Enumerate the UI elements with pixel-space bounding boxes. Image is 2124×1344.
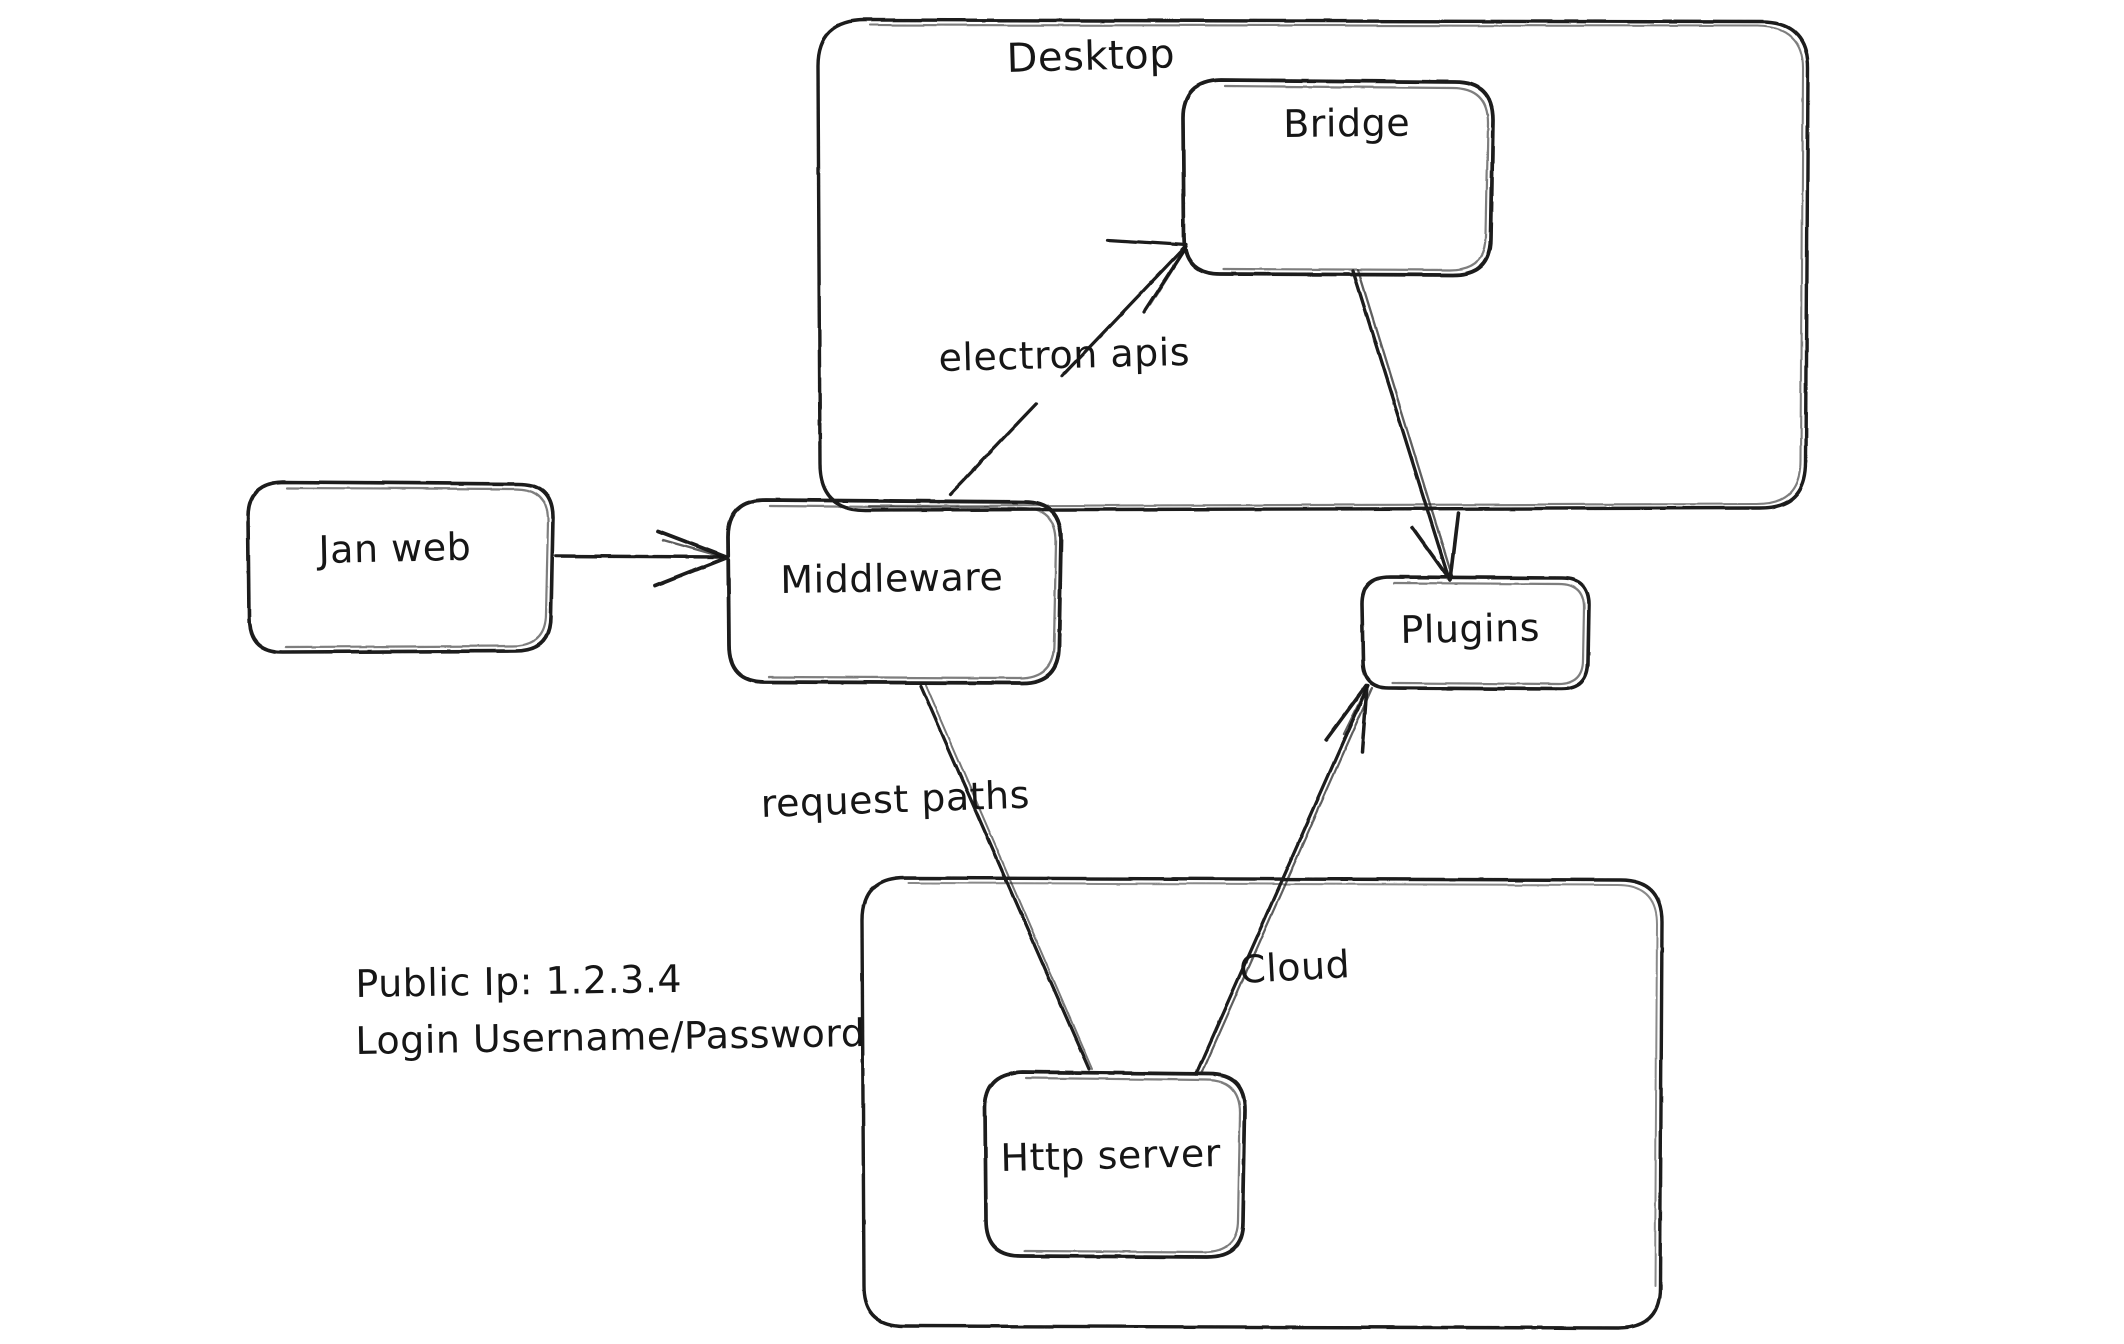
node-label-middleware[interactable]: Middleware — [780, 554, 1004, 602]
node-middleware-outline[interactable] — [726, 498, 1063, 685]
edge-label-request-paths: request paths — [760, 772, 1031, 826]
group-desktop-outline — [816, 18, 1810, 512]
node-label-bridge[interactable]: Bridge — [1283, 100, 1411, 146]
note-public-ip: Public Ip: 1.2.3.4 Login Username/Passwo… — [355, 957, 866, 1063]
node-plugins-outline[interactable] — [1360, 575, 1591, 691]
group-label-desktop: Desktop — [1006, 31, 1176, 82]
node-label-http-server[interactable]: Http server — [1000, 1131, 1222, 1180]
edge-middleware-to-bridge — [948, 238, 1188, 496]
edge-middleware-to-http — [919, 684, 1093, 1071]
node-label-plugins[interactable]: Plugins — [1400, 605, 1541, 652]
note-line-login: Login Username/Password — [355, 1010, 866, 1063]
edge-bridge-to-plugins — [1351, 268, 1460, 582]
node-bridge-outline[interactable] — [1181, 78, 1495, 277]
edge-label-cloud: Cloud — [1238, 942, 1352, 992]
edge-http-to-plugins — [1194, 684, 1374, 1076]
group-cloud-outline — [860, 876, 1664, 1330]
node-http-server-outline[interactable] — [983, 1070, 1247, 1259]
edge-label-electron-apis: electron apis — [938, 329, 1191, 380]
node-label-jan-web[interactable]: Jan web — [318, 524, 472, 572]
edge-janweb-to-middleware — [554, 529, 728, 588]
note-line-public-ip: Public Ip: 1.2.3.4 — [355, 956, 683, 1006]
node-jan-web-outline[interactable] — [246, 480, 555, 654]
